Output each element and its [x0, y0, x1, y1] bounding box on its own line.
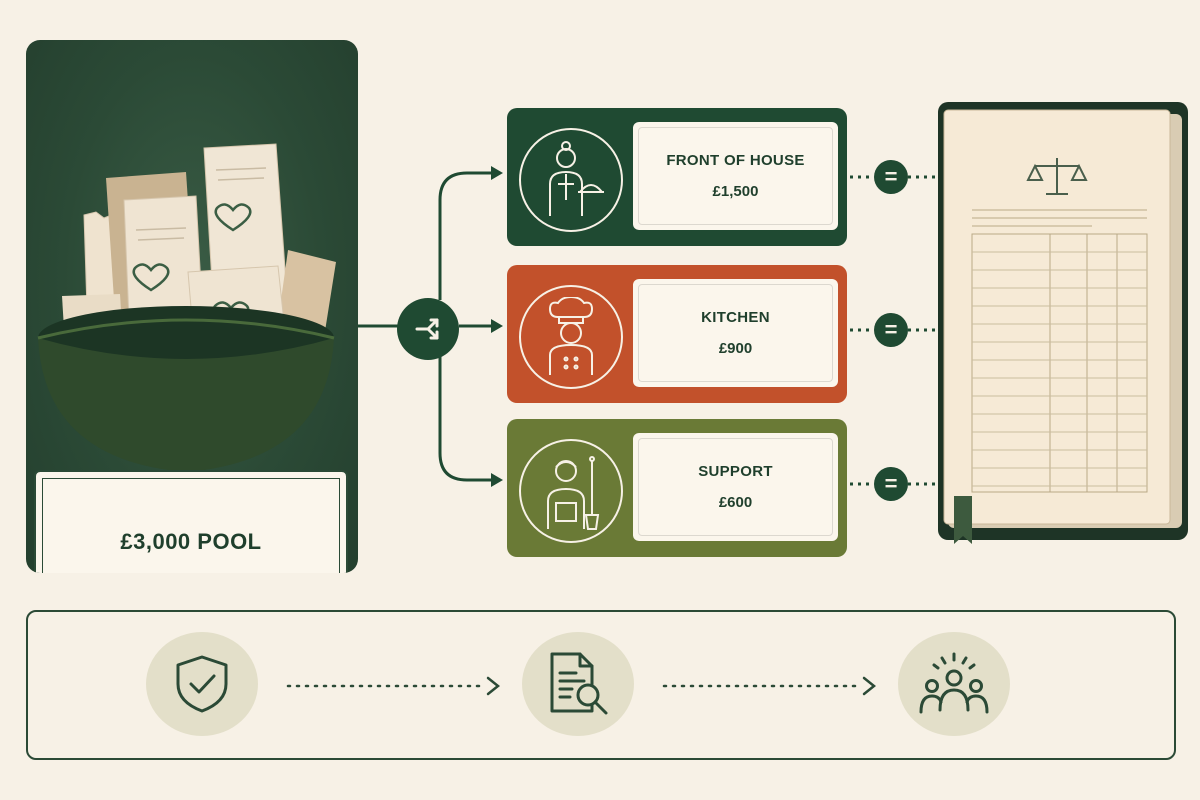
split-arrows-icon: [415, 318, 439, 340]
support-staff-icon: [547, 456, 600, 530]
equals-icon: =: [874, 160, 908, 194]
waiter-icon: [549, 141, 605, 216]
pool-total-frame: £3,000 POOL: [34, 470, 348, 573]
shield-check-icon: [176, 655, 228, 713]
team-icon: [919, 652, 989, 714]
tip-pool-panel: £3,000 POOL: [26, 40, 358, 573]
role-info-kitchen: KITCHEN £900: [633, 279, 838, 387]
role-amount: £1,500: [712, 183, 759, 200]
process-step-team: [898, 632, 1010, 736]
role-card-support: SUPPORT £600: [507, 419, 847, 557]
waiter-avatar: [519, 128, 623, 232]
dotted-arrow-icon: [662, 676, 877, 696]
pool-total-label: £3,000 POOL: [120, 529, 262, 554]
role-name: SUPPORT: [698, 463, 773, 480]
role-name: FRONT OF HOUSE: [666, 152, 805, 169]
process-step-protect: [146, 632, 258, 736]
role-card-front-of-house: FRONT OF HOUSE £1,500: [507, 108, 847, 246]
role-card-kitchen: KITCHEN £900: [507, 265, 847, 403]
role-info-support: SUPPORT £600: [633, 433, 838, 541]
role-name: KITCHEN: [701, 309, 770, 326]
equals-icon: =: [874, 467, 908, 501]
chef-avatar: [519, 285, 623, 389]
role-info-front-of-house: FRONT OF HOUSE £1,500: [633, 122, 838, 230]
process-step-review: [522, 632, 634, 736]
chef-icon: [548, 297, 594, 375]
support-avatar: [519, 439, 623, 543]
role-amount: £900: [718, 340, 753, 357]
document-search-icon: [550, 652, 608, 715]
role-amount: £600: [718, 494, 753, 511]
tip-bowl-illustration: [37, 143, 336, 490]
process-bar: [26, 610, 1176, 760]
ledger-book-icon: [938, 102, 1188, 544]
equals-icon: =: [874, 313, 908, 347]
split-node: [397, 298, 459, 360]
dotted-arrow-icon: [286, 676, 501, 696]
